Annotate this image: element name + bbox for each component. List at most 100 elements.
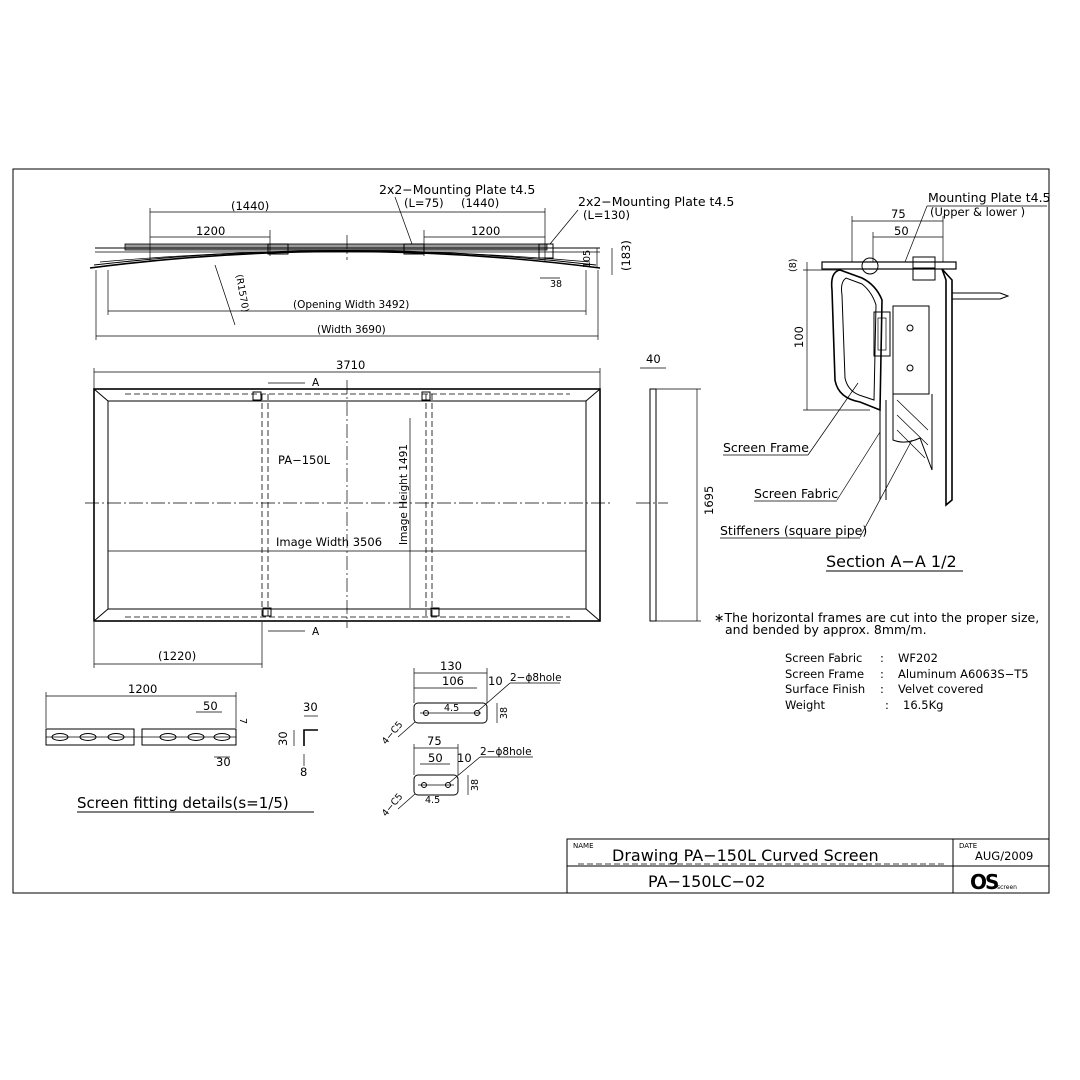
section-mounting-plate-1: Mounting Plate t4.5 [928,190,1051,205]
spec-value: WF202 [898,651,938,665]
plate-upper-drawing: 130 106 10 2−ϕ8hole 4.5 38 4−C5 [380,659,562,747]
spec-sep: : [880,651,884,665]
frame-clip [873,311,891,357]
corner-tr [585,388,601,402]
fit-dim-30b: 30 [303,700,318,714]
corner-br [585,608,601,622]
pu-dim-106: 106 [442,674,464,688]
bracket-hole-2 [906,364,914,372]
dim-38: 38 [550,279,562,290]
opening-width: (Opening Width 3492) [293,299,409,311]
pl-corner-leader [397,793,416,810]
plate-l75-line1: 2x2−Mounting Plate t4.5 [379,182,535,197]
section-mark-bottom: A [312,626,320,638]
spec-sep: : [880,667,884,681]
pl-hole-1 [421,782,427,788]
section-dim-75: 75 [891,207,906,221]
section-mounting-plate-2: (Upper & lower ) [930,205,1025,219]
notes: ∗The horizontal frames are cut into the … [714,610,1039,712]
bolt-head-left [861,257,879,275]
frame-hatch [896,399,929,459]
corner-tl [93,388,109,402]
corner-bl [93,608,109,622]
dim-1695: 1695 [702,486,716,515]
dim-183: (183) [619,240,633,271]
width: (Width 3690) [317,324,386,336]
mounting-plate-right [538,243,554,259]
screen-frame-profile [830,269,883,412]
dim-1200-right: 1200 [471,224,500,238]
spec-row: Screen Fabric : WF202 [785,651,938,665]
section-mark-top: A [312,377,320,389]
plate-top-right [421,391,431,401]
spec-label: Screen Fabric [785,651,862,665]
screen-fabric-label: Screen Fabric [754,486,838,501]
stiffener-pipe [879,400,887,500]
bracket-hole-1 [906,324,914,332]
dim-3710: 3710 [336,358,365,372]
spec-value: Aluminum A6063S−T5 [898,667,1029,681]
side-frame [649,388,657,622]
plate-top-left [252,391,262,401]
spec-row: Weight : 16.5Kg [785,698,943,712]
mounting-plate-leader [904,205,928,263]
mounting-plate-top [821,261,957,270]
spec-row: Screen Frame : Aluminum A6063S−T5 [785,667,1029,681]
company-logo: OS screen [970,870,1017,894]
fit-dim-8: 8 [300,765,307,779]
image-height: Image Height 1491 [398,444,410,545]
pu-hole-1 [423,710,429,716]
fit-title: Screen fitting details(s=1/5) [77,794,289,812]
fit-dim-50: 50 [203,699,218,713]
stiffeners-leader [859,439,913,538]
mounting-plate-left [267,243,289,255]
image-width: Image Width 3506 [276,535,382,549]
nut-upper [912,256,936,269]
fit-slots [51,733,231,741]
plate-bottom-right [430,607,440,617]
pu-hole-2 [474,710,480,716]
drawing-title: Drawing PA−150L Curved Screen [612,846,879,865]
screen-frame-label: Screen Frame [723,440,809,455]
pl-corner: 4−C5 [380,791,406,819]
spec-label: Weight [785,698,826,712]
pu-dim-130: 130 [440,659,462,673]
section-a-a: Mounting Plate t4.5 (Upper & lower ) 75 … [720,190,1051,572]
model-label: PA−150L [278,453,331,467]
note-line1: ∗The horizontal frames are cut into the … [714,610,1039,625]
section-dim-50: 50 [894,224,909,238]
pl-hole: 2−ϕ8hole [480,746,532,758]
curved-screen-outer [89,250,601,269]
pu-dim-45: 4.5 [444,703,459,714]
drawing-number: PA−150LC−02 [648,872,765,891]
plate-lower-drawing: 75 50 10 2−ϕ8hole 38 4.5 4−C5 [380,734,533,819]
logo-sub: screen [997,884,1017,891]
dim-105: 105 [582,250,593,268]
date-value: AUG/2009 [975,849,1033,863]
pl-dim-45: 4.5 [425,795,440,806]
drawing-border [12,168,1050,894]
bracket-plate [892,305,930,395]
spec-sep: : [885,698,889,712]
name-label: NAME [573,842,594,850]
fit-dim-1200: 1200 [128,682,157,696]
plate-l75-leader [394,196,413,245]
dim-40: 40 [646,352,661,366]
fit-dim-7: 7 [237,718,248,724]
frame-clip-inner [877,317,887,351]
spec-value: 16.5Kg [903,698,943,712]
wall-bracket [941,268,953,507]
title-block: NAME Drawing PA−150L Curved Screen PA−15… [566,838,1050,894]
pl-dim-75: 75 [427,734,442,748]
pl-dim-10: 10 [457,751,472,765]
curved-screen-inner [93,250,597,266]
section-dim-8: (8) [788,259,799,272]
dim-1220: (1220) [158,649,196,663]
front-view: 3710 A A PA−150L Image Height 1491 Image… [85,358,610,668]
spec-sep: : [880,682,884,696]
fit-dim-30c: 30 [276,731,290,746]
dim-1200-left: 1200 [196,224,225,238]
dim-1440-right: (1440) [461,196,499,210]
spec-row: Surface Finish : Velvet covered [785,682,983,696]
